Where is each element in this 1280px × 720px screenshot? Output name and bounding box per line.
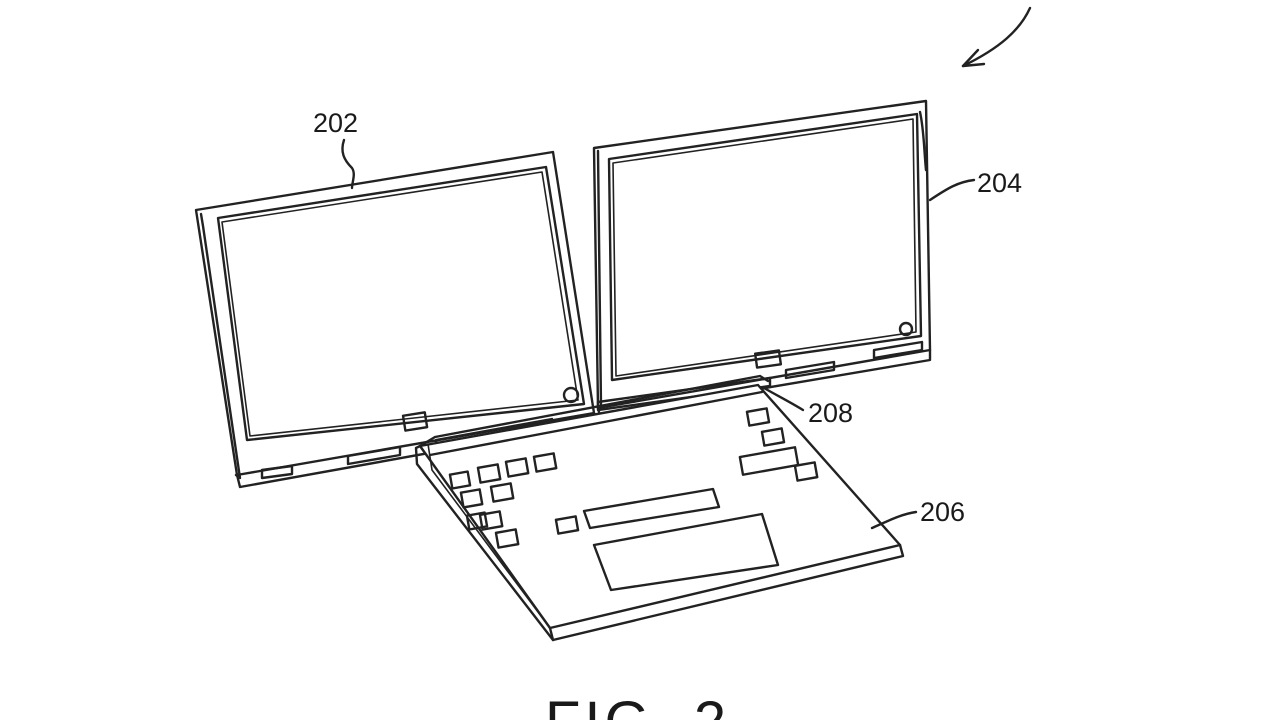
left-display: [194, 150, 598, 489]
label-202: 202: [313, 108, 358, 138]
figure-pointer-arrow: [961, 6, 1032, 68]
label-206: 206: [920, 497, 965, 527]
hinge: [418, 374, 770, 448]
leader-206: [870, 510, 918, 530]
leader-208: [762, 386, 805, 412]
keys-left: [448, 452, 558, 549]
leader-204: [928, 178, 976, 202]
center-key: [554, 515, 580, 535]
right-display-camera: [898, 321, 914, 337]
figure-caption: FIG. 2: [545, 690, 730, 720]
center-bar: [582, 487, 721, 530]
label-204: 204: [977, 168, 1022, 198]
left-display-camera: [562, 386, 580, 404]
left-display-hinge-tab: [401, 411, 429, 432]
touchpad: [592, 512, 780, 592]
left-display-foot-1: [260, 464, 294, 480]
right-display-foot-1: [784, 360, 836, 380]
keyboard-base: [414, 374, 905, 642]
label-208: 208: [808, 398, 853, 428]
leader-202: [341, 138, 355, 190]
left-display-foot-2: [346, 445, 402, 466]
right-display-foot-2: [872, 340, 924, 360]
right-display: [592, 99, 932, 418]
right-display-hinge-tab: [753, 349, 783, 369]
keys-right: [738, 407, 819, 482]
